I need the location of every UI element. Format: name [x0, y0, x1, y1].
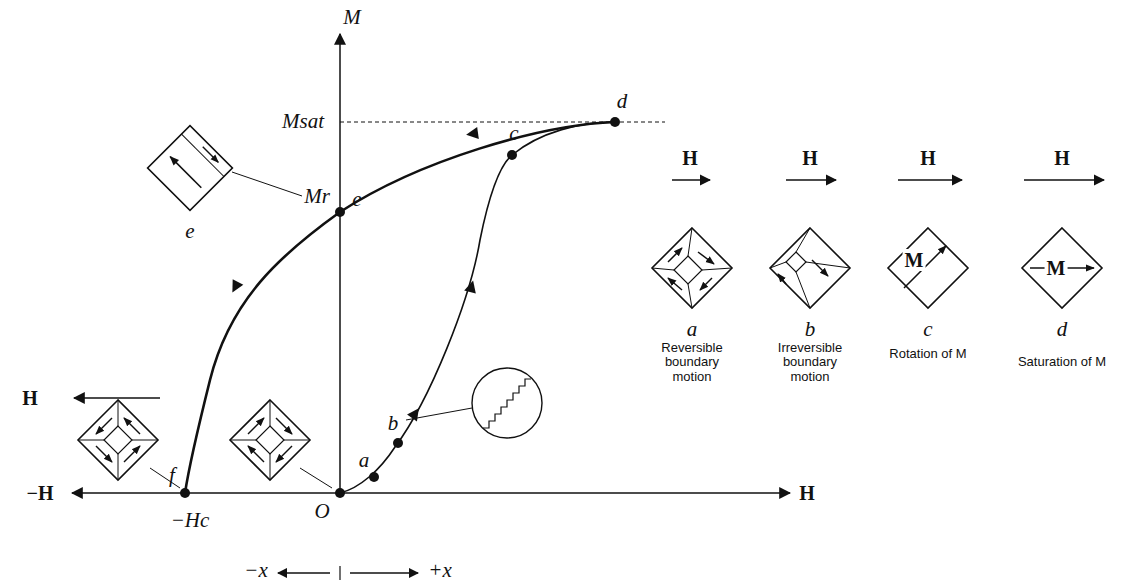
figure-letter: b	[805, 318, 816, 341]
axis-label: H	[799, 482, 815, 504]
figure-letter: a	[687, 318, 698, 341]
point-letter: c	[509, 122, 518, 145]
point-letter: f	[169, 464, 175, 487]
caption: Saturation of M	[1014, 355, 1110, 369]
vector-label: M	[903, 249, 926, 271]
point-letter: a	[359, 449, 370, 472]
point-letter: b	[388, 412, 399, 435]
field-label: H	[802, 147, 818, 169]
field-label: H	[1054, 147, 1070, 169]
axis-value: Msat	[282, 110, 324, 133]
caption: Reversible boundary motion	[644, 341, 740, 384]
direction-label: −x	[244, 560, 268, 583]
field-label: H	[920, 147, 936, 169]
point-letter: e	[352, 188, 361, 211]
direction-label: +x	[428, 560, 452, 583]
field-label: H	[22, 387, 38, 409]
point-letter: d	[617, 90, 628, 113]
axis-label: −H	[27, 482, 54, 504]
origin-label: O	[314, 500, 329, 523]
axis-value: Mr	[304, 185, 330, 208]
field-label: H	[682, 147, 698, 169]
figure-letter: c	[923, 318, 932, 341]
vector-label: M	[1045, 257, 1068, 279]
figure-letter: e	[185, 220, 194, 243]
caption: Irreversible boundary motion	[762, 341, 858, 384]
axis-label: M	[343, 6, 361, 29]
axis-value: −Hc	[171, 509, 210, 532]
figure-letter: d	[1057, 318, 1068, 341]
caption: Rotation of M	[880, 347, 976, 361]
